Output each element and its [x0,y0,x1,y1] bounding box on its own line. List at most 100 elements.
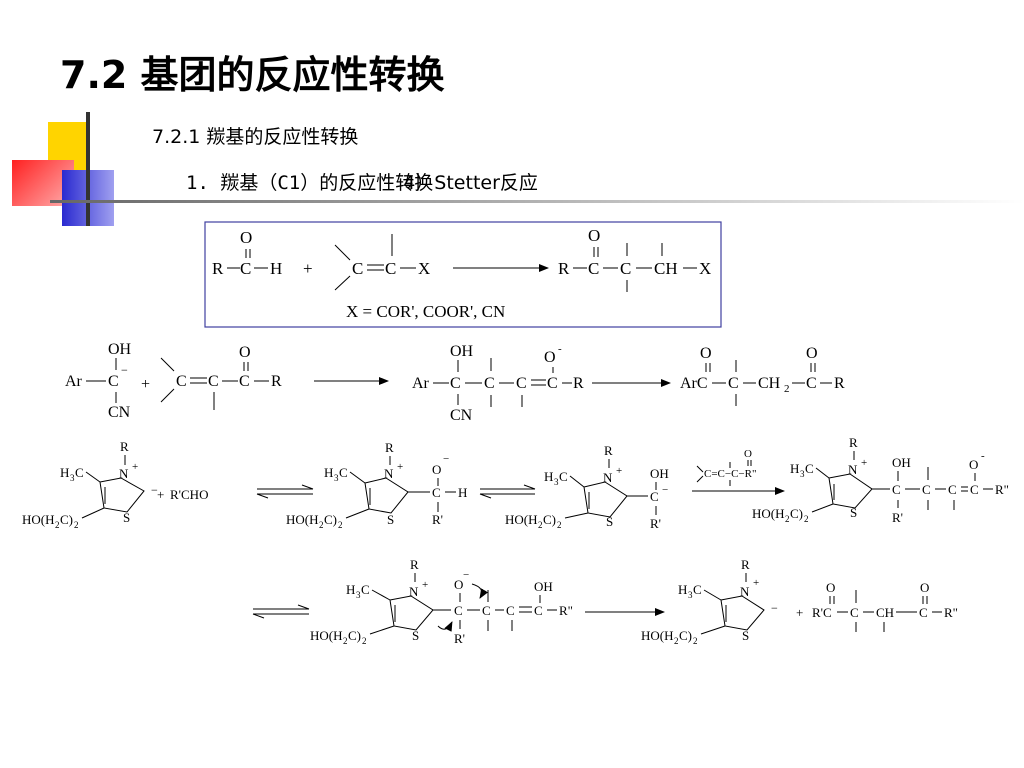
svg-text:R: R [849,435,858,450]
svg-text:C: C [339,465,348,480]
svg-text:C: C [728,375,739,392]
svg-text:2: 2 [338,520,343,530]
svg-text:C: C [450,375,461,392]
svg-text:C): C) [790,506,803,521]
svg-text:C): C) [60,512,73,527]
svg-text:R': R' [454,631,465,646]
svg-text:+: + [796,605,803,620]
svg-text:C): C) [543,512,556,527]
svg-text:3: 3 [70,473,75,483]
svg-text:R': R' [892,510,903,525]
svg-text:C): C) [324,512,337,527]
svg-text:S: S [123,510,130,525]
svg-text:2: 2 [804,514,809,524]
svg-text:−: − [662,484,668,496]
svg-text:O: O [700,345,712,362]
svg-text:C): C) [679,628,692,643]
svg-text:HO(H: HO(H [641,628,674,643]
svg-text:C: C [547,375,558,392]
svg-text:+: + [157,487,164,502]
svg-text:C: C [850,605,859,620]
svg-text:O: O [920,580,929,595]
svg-text:+: + [141,376,150,393]
svg-text:C: C [948,482,957,497]
svg-text:R: R [834,375,845,392]
svg-text:+: + [303,259,313,278]
svg-text:H: H [678,582,687,597]
svg-text:CH: CH [654,259,678,278]
svg-text:R: R [120,439,129,454]
svg-text:OH: OH [108,341,132,358]
svg-text:2: 2 [362,636,367,646]
svg-text:C: C [919,605,928,620]
svg-text:C: C [75,465,84,480]
svg-text:C: C [922,482,931,497]
svg-text:C: C [352,259,363,278]
item-suffix: 4）Stetter反应 [403,172,538,194]
svg-text:2: 2 [784,383,790,395]
svg-text:HO(H: HO(H [22,512,55,527]
svg-text:R: R [271,373,282,390]
svg-text:N: N [119,466,129,481]
svg-text:−: − [771,601,778,615]
svg-text:+: + [397,461,403,473]
svg-text:2: 2 [693,636,698,646]
svg-text:OH: OH [892,455,911,470]
svg-text:-: - [558,343,562,355]
svg-text:Ar: Ar [412,375,430,392]
svg-text:2: 2 [74,520,79,530]
svg-text:C: C [516,375,527,392]
svg-text:C: C [385,259,396,278]
svg-text:3: 3 [800,469,805,479]
svg-text:H: H [324,465,333,480]
svg-text:CN: CN [450,407,473,424]
svg-text:C: C [208,373,219,390]
svg-text:C: C [620,259,631,278]
svg-text:+: + [753,577,759,589]
svg-text:HO(H: HO(H [505,512,538,527]
svg-text:C: C [970,482,979,497]
item-subtitle: 1. 羰基（C1）的反应性转换4）Stetter反应 [186,168,538,195]
svg-text:N: N [384,466,394,481]
svg-text:R': R' [650,516,661,531]
svg-text:R: R [558,259,570,278]
svg-text:R: R [573,375,584,392]
svg-text:+: + [861,457,867,469]
svg-text:2: 2 [785,514,790,524]
svg-text:C: C [108,373,119,390]
reagent-aldehyde: R'CHO [170,487,208,502]
svg-text:C: C [588,259,599,278]
svg-text:2: 2 [557,520,562,530]
svg-text:O: O [239,344,251,361]
svg-text:C: C [454,603,463,618]
svg-text:HO(H: HO(H [752,506,785,521]
svg-text:H: H [458,485,467,500]
svg-text:3: 3 [554,477,559,487]
svg-text:2: 2 [55,520,60,530]
svg-text:X: X [699,259,711,278]
section-subtitle: 7.2.1 羰基的反应性转换 [152,126,359,148]
svg-text:C: C [506,603,515,618]
svg-text:S: S [742,628,749,643]
svg-text:OH: OH [534,579,553,594]
svg-text:CH: CH [758,375,781,392]
svg-text:N: N [740,584,750,599]
svg-text:R: R [604,443,613,458]
svg-text:−: − [121,363,128,377]
svg-text:C: C [693,582,702,597]
item-prefix: 1. 羰基（C1）的反应性转换 [186,172,434,194]
svg-text:O: O [544,349,556,366]
svg-text:O: O [806,345,818,362]
svg-text:O: O [432,462,441,477]
svg-text:3: 3 [688,590,693,600]
svg-text:O: O [588,226,600,245]
svg-text:HO(H: HO(H [310,628,343,643]
svg-text:N: N [409,584,419,599]
svg-text:R'C: R'C [812,605,832,620]
svg-text:R": R" [944,605,958,620]
svg-text:C: C [484,375,495,392]
svg-text:−: − [151,483,158,497]
svg-text:R': R' [432,512,443,527]
